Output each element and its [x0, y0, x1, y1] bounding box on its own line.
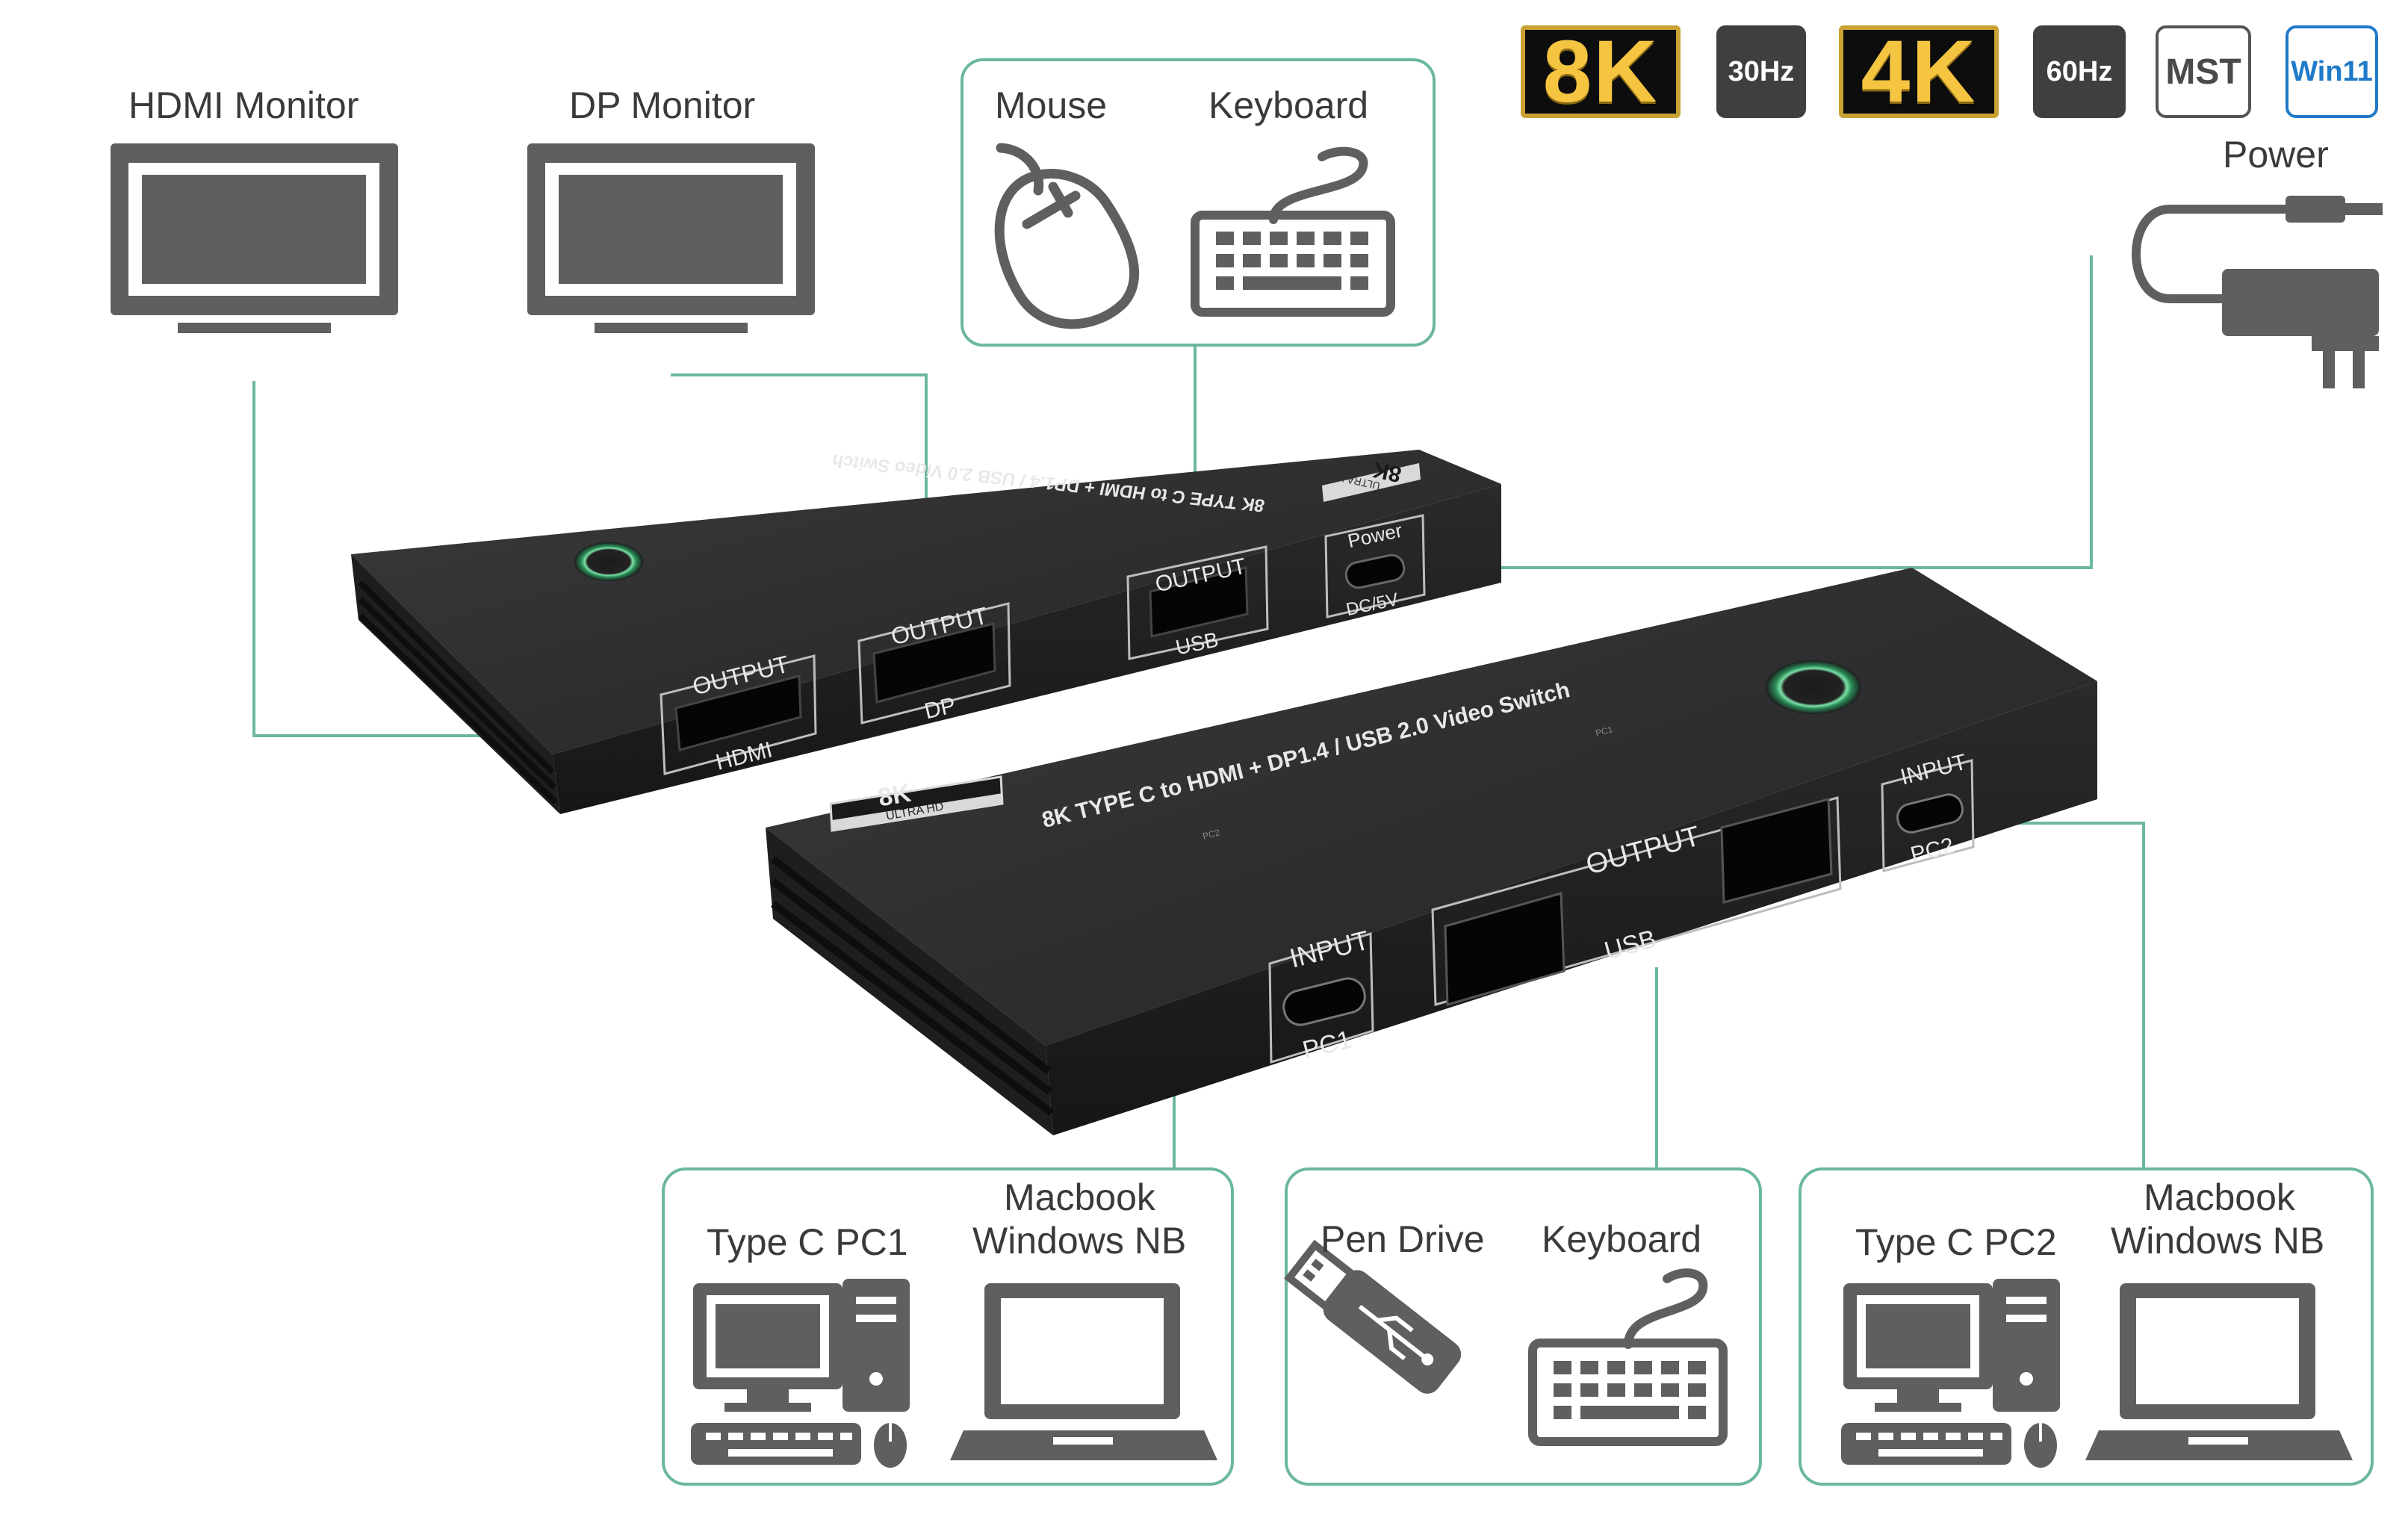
switch-button-front — [1766, 660, 1861, 714]
keyboard-icon — [1191, 146, 1395, 317]
label-hdmi-monitor: HDMI Monitor — [128, 84, 359, 126]
keyboard-icon — [1528, 1268, 1728, 1446]
power-adapter-icon — [2132, 196, 2383, 388]
usb-peripheral-box — [1285, 1167, 1762, 1486]
device-top-face — [766, 568, 2097, 1046]
label-windows-nb-2: Windows NB — [2111, 1220, 2325, 1262]
device-left-side — [351, 554, 560, 814]
pen-drive-icon — [1284, 1239, 1462, 1394]
label-power: Power — [2223, 134, 2329, 176]
vent-fins — [770, 856, 1055, 1116]
line-pc2 — [1987, 822, 2145, 1169]
switch-device-front — [766, 568, 2097, 1135]
desktop-pc-icon — [691, 1279, 910, 1468]
label-dp-monitor: DP Monitor — [569, 84, 756, 126]
device-top-face — [351, 450, 1501, 754]
monitor-icon — [111, 143, 398, 333]
badge-4k: 4K — [1839, 22, 1999, 121]
device-front-face — [553, 484, 1501, 814]
laptop-icon — [2085, 1283, 2353, 1460]
line-power — [1419, 255, 2093, 569]
label-mouse: Mouse — [995, 84, 1108, 126]
badge-mst: MST — [2156, 25, 2251, 118]
peripheral-box-top — [961, 58, 1436, 347]
label-type-c-pc2: Type C PC2 — [1855, 1221, 2057, 1263]
badge-win11: Win11 — [2286, 25, 2378, 118]
label-keyboard-2: Keyboard — [1542, 1218, 1702, 1260]
switch-device-back — [351, 450, 1501, 814]
mouse-icon — [994, 143, 1140, 329]
monitor-icon — [527, 143, 815, 333]
label-macbook-2: Macbook — [2144, 1176, 2295, 1218]
label-keyboard: Keyboard — [1208, 84, 1369, 126]
label-pen-drive: Pen Drive — [1321, 1218, 1485, 1260]
vent-fins — [358, 580, 558, 804]
label-macbook-1: Macbook — [1004, 1176, 1155, 1218]
label-windows-nb-1: Windows NB — [972, 1220, 1187, 1262]
label-type-c-pc1: Type C PC1 — [707, 1221, 908, 1263]
badge-8k: 8K — [1521, 22, 1681, 121]
badge-30hz: 30Hz — [1716, 25, 1806, 118]
switch-button-back — [574, 542, 643, 581]
badge-60hz: 60Hz — [2033, 25, 2126, 118]
laptop-icon — [950, 1283, 1217, 1460]
desktop-pc-icon — [1841, 1279, 2060, 1468]
